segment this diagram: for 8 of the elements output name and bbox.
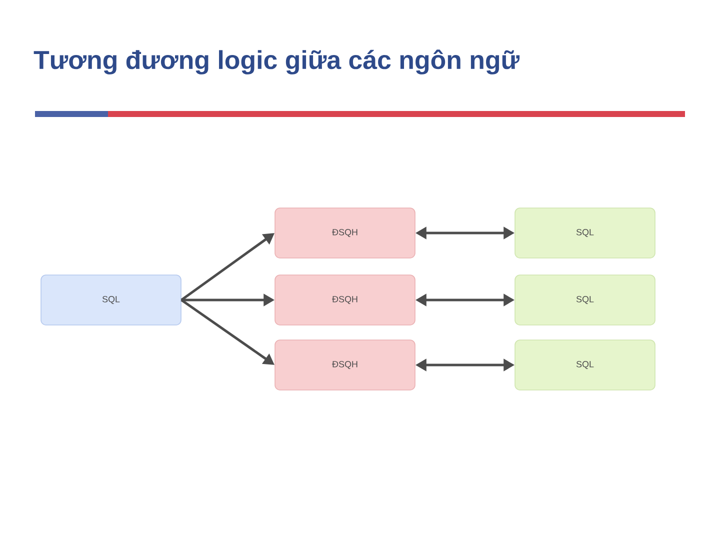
process-box: SQL	[40, 274, 182, 326]
process-box: SQL	[514, 340, 656, 390]
process-box: SQL	[514, 274, 656, 326]
process-box: ĐSQH	[274, 208, 416, 258]
title: Tương đương logic giữa các ngôn ngữ	[34, 50, 520, 74]
process-box: ĐSQH	[274, 274, 416, 326]
process-box: SQL	[514, 208, 656, 258]
process-box: ĐSQH	[274, 340, 416, 390]
